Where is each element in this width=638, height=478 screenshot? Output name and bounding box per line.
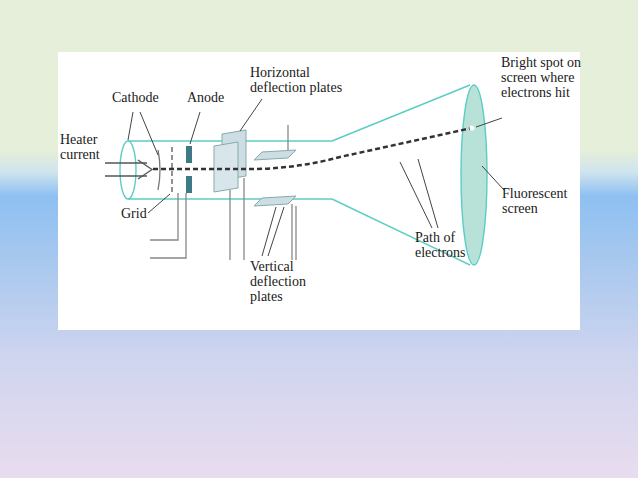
part-label: Cathode: [112, 90, 182, 105]
part-label: Horizontal deflection plates: [250, 65, 362, 95]
part-label: Bright spot on screen where electrons hi…: [501, 55, 583, 100]
part-label: Grid: [121, 206, 161, 221]
part-label: Fluorescent screen: [502, 186, 584, 216]
part-label: Heater current: [60, 132, 116, 162]
part-label: Anode: [187, 90, 247, 105]
part-label: Vertical deflection plates: [250, 259, 322, 304]
part-label: Path of electrons: [415, 230, 491, 260]
